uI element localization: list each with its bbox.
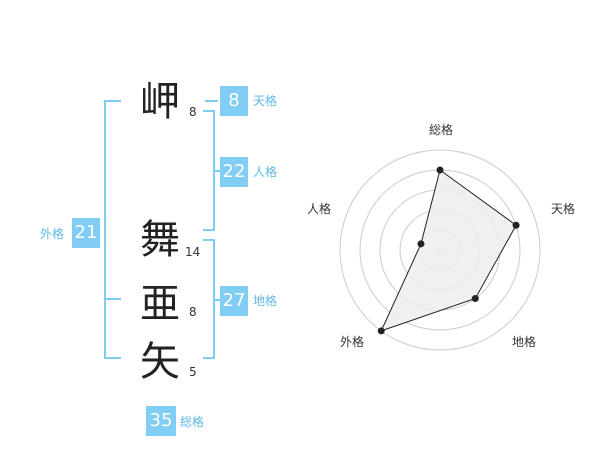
tenkaku-label: 天格 xyxy=(253,94,278,108)
stroke-count-4: 5 xyxy=(189,365,197,379)
radar-point-3 xyxy=(377,327,385,335)
gaikaku-label: 外格 xyxy=(40,227,65,241)
chikaku-value-badge: 27 xyxy=(220,286,248,316)
radar-points xyxy=(377,166,520,335)
jinkaku-value-badge: 22 xyxy=(220,157,248,187)
jinkaku-bracket-tick xyxy=(213,170,220,172)
gaikaku-bracket-mid xyxy=(104,298,121,300)
name-char-2: 舞 xyxy=(140,217,180,263)
radar-point-2 xyxy=(471,295,479,303)
soukaku-label: 総格 xyxy=(180,415,205,429)
radar-series-area xyxy=(380,169,517,332)
radar-axis-label-tenkaku: 天格 xyxy=(551,201,575,216)
name-char-4: 矢 xyxy=(140,339,180,385)
chikaku-bracket-top xyxy=(203,239,215,241)
stroke-count-3: 8 xyxy=(189,305,197,319)
radar-grid-ring xyxy=(339,149,541,351)
jinkaku-bracket-top xyxy=(203,110,215,112)
stroke-count-1: 8 xyxy=(189,105,197,119)
jinkaku-label: 人格 xyxy=(253,165,278,179)
gaikaku-bracket-top xyxy=(104,100,121,102)
name-char-1: 岬 xyxy=(140,79,180,125)
chikaku-label: 地格 xyxy=(253,294,278,308)
gaikaku-bracket-bottom xyxy=(104,357,121,359)
gaikaku-value-badge: 21 xyxy=(72,218,100,248)
tenkaku-bracket xyxy=(205,100,218,102)
tenkaku-value-badge: 8 xyxy=(220,86,248,116)
radar-axis-label-soukaku: 総格 xyxy=(429,122,453,137)
radar-axis-label-jinkaku: 人格 xyxy=(307,201,331,216)
chikaku-bracket-tick xyxy=(213,299,220,301)
name-char-3: 亜 xyxy=(140,281,180,327)
radar-point-0 xyxy=(436,166,444,174)
radar-point-4 xyxy=(417,240,425,248)
radar-point-1 xyxy=(512,221,520,229)
jinkaku-bracket-bottom xyxy=(203,229,215,231)
soukaku-value-badge: 35 xyxy=(146,406,176,436)
chikaku-bracket-bottom xyxy=(203,357,215,359)
radar-axis-label-chikaku: 地格 xyxy=(512,334,536,349)
stroke-count-2: 14 xyxy=(185,245,201,259)
radar-axis-label-gaikaku: 外格 xyxy=(340,334,364,349)
gaikaku-bracket-vertical xyxy=(104,100,106,359)
